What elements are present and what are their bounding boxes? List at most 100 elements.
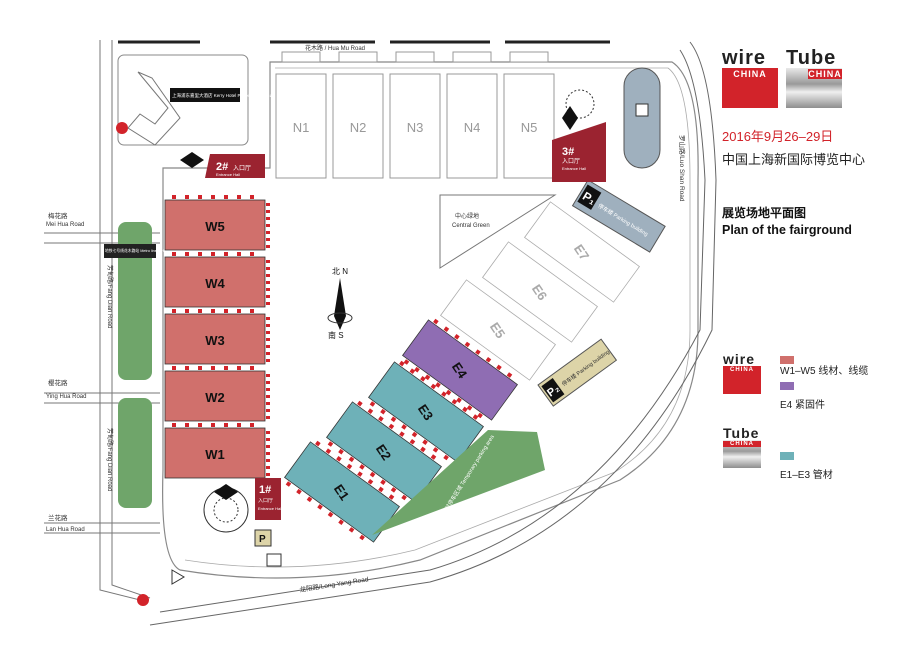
hall-label-w4: W4 bbox=[205, 276, 225, 291]
hall-label-w5: W5 bbox=[205, 219, 225, 234]
hall-label-n2: N2 bbox=[350, 120, 367, 135]
central-green bbox=[439, 194, 557, 269]
entrance-1: 1# 入口厅 Entrance Hall bbox=[203, 478, 282, 533]
bus-icon bbox=[635, 103, 649, 117]
legend-e4-text: E4 紧固件 bbox=[780, 396, 825, 411]
wire-logo-china: CHINA bbox=[733, 69, 767, 79]
hua-mu-road-label: 花木路 / Hua Mu Road bbox=[305, 44, 365, 52]
triangle-marker bbox=[171, 569, 185, 585]
parking-p-small bbox=[254, 529, 272, 547]
legend-tube-text: E1–E3 管材 bbox=[780, 466, 833, 481]
p1-letter: P₁ bbox=[580, 189, 598, 208]
entrance-1-en: Entrance Hall bbox=[258, 506, 282, 511]
central-green-en: Central Green bbox=[452, 223, 490, 229]
legend-e4-key bbox=[780, 382, 800, 390]
hall-w5: W5 bbox=[164, 195, 270, 251]
hall-e5: E5 bbox=[440, 279, 556, 381]
wire-key-logo-china: CHINA bbox=[730, 367, 754, 373]
compass-south: 南 S bbox=[328, 330, 344, 340]
entrance-1-arrow-icon bbox=[214, 484, 238, 500]
hall-n5: N5 bbox=[503, 51, 555, 179]
entrance-1-number: 1# bbox=[259, 484, 271, 496]
entrance-3: 3# 入口厅 Entrance Hall bbox=[552, 89, 606, 182]
entrance-3-en: Entrance Hall bbox=[562, 166, 586, 171]
metro-icon-bottom bbox=[137, 594, 149, 606]
metro-station-label: 地铁七号线花木路站 Metro line 7 Huamu Rd. Station bbox=[105, 248, 193, 253]
long-yang-road bbox=[159, 49, 706, 613]
tube-logo-word: Tube bbox=[786, 47, 837, 69]
hall-label-e1: E1 bbox=[331, 481, 352, 503]
compass-north: 北 N bbox=[332, 267, 348, 276]
entrance-3-cn: 入口厅 bbox=[562, 158, 580, 165]
legend-tube-key bbox=[780, 452, 800, 460]
inner-boundary bbox=[184, 67, 691, 568]
wire-logo-word: wire bbox=[722, 47, 767, 69]
hall-w2: W2 bbox=[164, 366, 270, 422]
hall-e1: E1 bbox=[284, 440, 400, 543]
hall-label-e3: E3 bbox=[415, 401, 436, 423]
tube-china-logo: Tube CHINA bbox=[786, 48, 842, 108]
hall-e6: E6 bbox=[482, 241, 598, 343]
entrance-3-arrow-icon bbox=[562, 106, 578, 130]
central-green-cn: 中心绿地 bbox=[455, 212, 479, 220]
lan-hua-road-cn: 兰花路 bbox=[48, 513, 68, 522]
north-halls: N1 N2 N3 N4 N5 bbox=[275, 51, 555, 179]
roundabout-1-inner bbox=[213, 497, 239, 523]
ying-hua-road-en: Ying Hua Road bbox=[46, 394, 86, 400]
hall-label-n3: N3 bbox=[407, 120, 424, 135]
e4-swatch bbox=[780, 382, 794, 390]
hall-w1: W1 bbox=[164, 423, 270, 479]
tube-swatch bbox=[780, 452, 794, 460]
hall-label-e7: E7 bbox=[571, 241, 592, 263]
plan-title-en: Plan of the fairground bbox=[722, 223, 852, 237]
wire-key-label: W1–W5 线材、线缆 bbox=[780, 366, 869, 377]
hall-n3: N3 bbox=[389, 51, 441, 179]
hall-e4: E4 bbox=[402, 318, 518, 421]
parking-p-small-letter: P bbox=[259, 534, 266, 545]
luo-shan-road-label: 罗山路/Luo Shan Road bbox=[678, 135, 687, 202]
wire-key-logo-box: CHINA bbox=[723, 366, 761, 394]
hall-label-n4: N4 bbox=[464, 120, 481, 135]
entrance-2: 2# 入口厅 Entrance Hall bbox=[180, 152, 265, 178]
hall-label-e2: E2 bbox=[373, 441, 394, 463]
green-strip-top bbox=[118, 222, 152, 380]
legend-wire-key: W1–W5 线材、线缆 bbox=[780, 356, 868, 377]
e4-key-label: E4 紧固件 bbox=[780, 400, 826, 411]
hall-w3: W3 bbox=[164, 309, 270, 365]
tube-key-logo: Tube CHINA bbox=[723, 426, 761, 468]
legend-panel: wire CHINA Tube CHINA 2016年9月26–29日 中国上海… bbox=[722, 48, 912, 237]
tube-key-logo-china: CHINA bbox=[723, 441, 761, 447]
tube-logo-china: CHINA bbox=[808, 69, 842, 79]
hall-n4: N4 bbox=[446, 51, 498, 179]
event-date: 2016年9月26–29日 bbox=[722, 129, 834, 144]
mei-hua-road-cn: 梅花路 bbox=[48, 211, 68, 220]
hall-e3: E3 bbox=[368, 360, 484, 463]
p2-letter: P₂ bbox=[545, 382, 562, 399]
temporary-parking-area bbox=[372, 430, 545, 535]
wire-logo-box: CHINA bbox=[722, 68, 778, 108]
wire-key-logo: wire CHINA bbox=[723, 352, 761, 394]
fairground-map: 花木路 / Hua Mu Road 龙阳路/Long Yang Road 罗山路… bbox=[44, 40, 717, 626]
green-strip-bottom bbox=[118, 398, 152, 508]
entrance-2-number: 2# bbox=[216, 161, 228, 173]
long-yang-road-edge bbox=[149, 41, 717, 626]
hall-e2: E2 bbox=[326, 400, 442, 503]
hall-e7: E7 bbox=[524, 201, 640, 303]
hotel-label: 上海浦东嘉里大酒店 Kerry Hotel Pudong Shanghai bbox=[172, 92, 273, 99]
hall-label-n1: N1 bbox=[293, 120, 310, 135]
hall-label-e5: E5 bbox=[487, 319, 508, 341]
event-venue: 中国上海新国际博览中心 bbox=[722, 152, 866, 167]
taxi-icon bbox=[266, 553, 282, 567]
hall-label-e6: E6 bbox=[529, 281, 550, 303]
entrance-2-en: Entrance Hall bbox=[216, 172, 240, 177]
entrance-2-cn: 入口厅 bbox=[233, 165, 251, 172]
metro-station-label-bg bbox=[104, 244, 156, 258]
entrance-2-arrow-icon bbox=[180, 152, 204, 168]
tube-logo-box: CHINA bbox=[786, 68, 842, 108]
logo-row: wire CHINA Tube CHINA bbox=[722, 48, 912, 108]
tube-key-label: E1–E3 管材 bbox=[780, 470, 833, 481]
hall-n2: N2 bbox=[332, 51, 384, 179]
hall-n1: N1 bbox=[275, 51, 327, 179]
